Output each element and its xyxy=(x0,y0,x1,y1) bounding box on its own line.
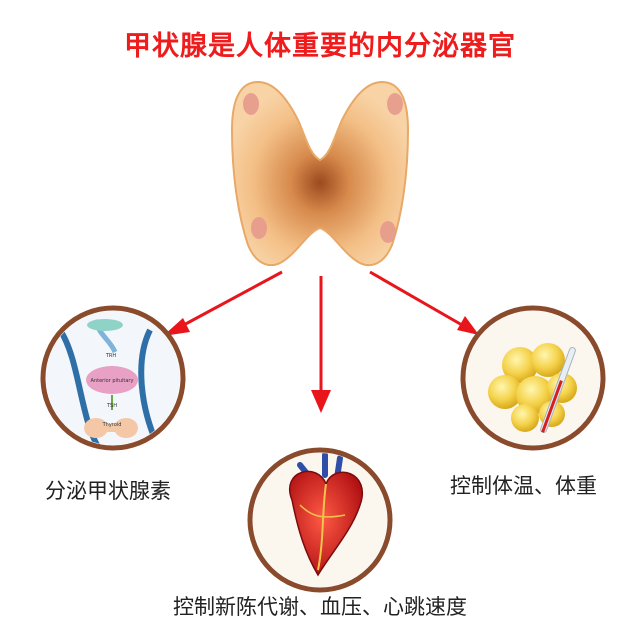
caption-metabolism: 控制新陈代谢、血压、心跳速度 xyxy=(173,595,467,619)
mini-top-label: TRH xyxy=(105,353,117,359)
caption-secretion: 分泌甲状腺素 xyxy=(45,479,171,503)
arrow-to-bottom xyxy=(311,276,331,413)
thyroid-gland xyxy=(230,80,410,267)
caption-temperature-weight: 控制体温、体重 xyxy=(450,474,597,498)
mini-pituitary-label: Anterior pituitary xyxy=(91,378,134,384)
arrow-to-right xyxy=(369,270,479,335)
temperature-weight-circle xyxy=(460,305,606,451)
thermometer-icon xyxy=(540,347,576,433)
page-title: 甲状腺是人体重要的内分泌器官 xyxy=(124,31,516,62)
arrow-to-left xyxy=(163,270,283,336)
heart-icon xyxy=(289,453,363,577)
mini-hormone-label: TSH xyxy=(106,403,117,409)
secretion-circle: TRH Anterior pituitary TSH Thyroid xyxy=(40,305,186,451)
metabolism-circle xyxy=(247,447,393,593)
mini-gland-label: Thyroid xyxy=(102,422,122,428)
